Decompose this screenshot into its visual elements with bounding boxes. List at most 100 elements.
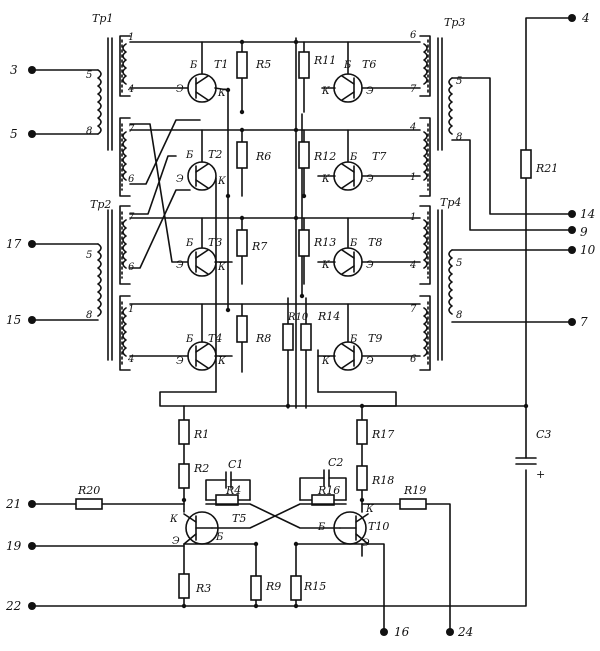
coil-tr4-secondary <box>448 249 573 323</box>
label-r21: R21 <box>535 162 558 175</box>
resistor-r10 <box>282 297 294 409</box>
pin-tr3-7: 7 <box>410 84 417 95</box>
pin-tr2-8: 8 <box>86 310 92 321</box>
pin-tr1-1: 1 <box>128 32 134 43</box>
coil-tr2-primary <box>31 243 102 321</box>
junction-dots <box>181 39 529 609</box>
terminal-5: 5 <box>10 127 18 141</box>
t7-emitter: Э <box>366 174 374 185</box>
label-r8: R8 <box>255 332 271 345</box>
t4-emitter: Э <box>176 356 184 367</box>
coil-tr3-secondary <box>448 77 573 231</box>
terminal-17: 17 <box>6 237 22 251</box>
pin-tr1-8: 8 <box>86 126 92 137</box>
resistor-r14 <box>300 297 312 409</box>
t8-collector: К <box>321 260 330 271</box>
t10-base: Б <box>317 522 326 533</box>
transformer-tr1-box <box>119 35 431 97</box>
terminal-15: 15 <box>6 313 21 327</box>
t1-collector: К <box>217 88 226 99</box>
resistor-r11 <box>298 41 310 113</box>
t5-collector: К <box>169 514 178 525</box>
transformer-tr2-upper-box <box>119 117 431 197</box>
t6-base: Б <box>343 60 352 71</box>
t3-collector: К <box>217 262 226 273</box>
label-r7: R7 <box>251 240 267 253</box>
label-t3: T3 <box>208 236 222 249</box>
pin-tr2-7b: 7 <box>128 212 135 223</box>
terminal-24: 24 <box>457 625 473 639</box>
terminal-dots <box>28 14 576 636</box>
label-r3: R3 <box>195 582 211 595</box>
t6-emitter: Э <box>366 86 374 97</box>
label-r12: R12 <box>313 150 336 163</box>
transistor-t4 <box>129 303 217 371</box>
t4-base: Б <box>185 334 194 345</box>
t8-base: Б <box>349 238 358 249</box>
pin-tr3-8: 8 <box>456 132 462 143</box>
transistor-t9 <box>333 303 421 371</box>
t8-emitter: Э <box>366 260 374 271</box>
terminal-21: 21 <box>5 497 21 511</box>
label-t9: T9 <box>368 332 382 345</box>
pin-tr4-4b: 4 <box>409 260 416 271</box>
label-r20: R20 <box>77 484 100 497</box>
resistor-r13 <box>298 217 310 285</box>
label-t8: T8 <box>368 236 382 249</box>
pin-tr2-6a: 6 <box>128 174 135 185</box>
transistor-t3 <box>187 217 217 277</box>
label-tr1: Тр1 <box>92 12 113 25</box>
resistor-r4 <box>205 494 251 506</box>
transistor-t6 <box>333 41 421 103</box>
label-tr3: Тр3 <box>444 16 465 29</box>
t9-emitter: Э <box>366 356 374 367</box>
transformer-tr2-lower-box <box>119 205 431 285</box>
t3-emitter: Э <box>176 260 184 271</box>
terminal-7: 7 <box>580 315 588 329</box>
resistor-r17 <box>356 419 368 445</box>
transformer-tr5-box <box>119 295 431 371</box>
capacitor-c1 <box>205 471 251 501</box>
collector-buses <box>129 37 421 409</box>
resistor-r5 <box>236 41 248 113</box>
terminal-14: 14 <box>580 207 595 221</box>
crossing-wires <box>129 119 201 269</box>
terminal-4: 4 <box>581 11 590 25</box>
pin-tr4-8: 8 <box>456 310 462 321</box>
pin-tr5-4: 4 <box>127 354 134 365</box>
label-c1: C1 <box>228 458 243 471</box>
pin-tr4-1a: 1 <box>410 172 416 183</box>
box-windings <box>122 43 428 357</box>
lower-rails <box>159 391 527 607</box>
resistor-r21 <box>520 17 573 459</box>
resistor-r8 <box>236 303 248 373</box>
pin-tr2-5: 5 <box>86 250 92 261</box>
wire-22 <box>31 469 527 607</box>
label-r4: R4 <box>225 484 241 497</box>
transistor-t1 <box>129 41 217 103</box>
t5-emitter: Э <box>172 536 180 547</box>
resistor-r20 <box>31 498 185 510</box>
label-c3: C3 <box>536 428 551 441</box>
resistor-r3 <box>178 573 190 599</box>
resistor-r16 <box>299 494 347 506</box>
label-r13: R13 <box>313 236 336 249</box>
pin-tr2-6b: 6 <box>128 262 135 273</box>
pin-tr5-7: 7 <box>410 304 417 315</box>
label-t5: T5 <box>232 512 246 525</box>
terminal-19: 19 <box>6 539 22 553</box>
pin-tr4-5: 5 <box>456 258 462 269</box>
label-r18: R18 <box>371 474 394 487</box>
transistor-t2 <box>187 129 217 191</box>
transformer-cores <box>107 37 443 361</box>
pin-tr4-4a: 4 <box>409 122 416 133</box>
pin-tr3-6: 6 <box>410 30 417 41</box>
t2-collector: К <box>217 176 226 187</box>
label-c2: C2 <box>328 456 343 469</box>
label-r9: R9 <box>265 580 281 593</box>
t9-base: Б <box>349 334 358 345</box>
t7-base: Б <box>349 152 358 163</box>
pin-tr1-5: 5 <box>86 70 92 81</box>
label-r11: R11 <box>313 54 336 67</box>
